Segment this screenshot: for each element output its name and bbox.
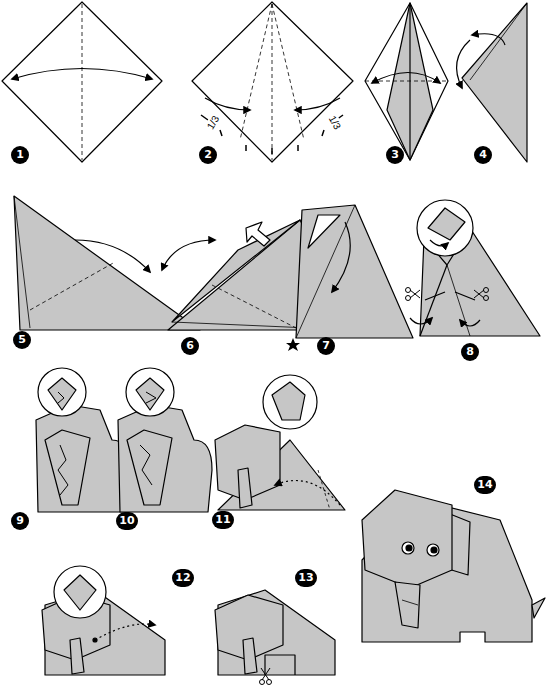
step-number: 9: [11, 512, 29, 530]
step-number: 3: [386, 146, 404, 164]
step-number: 8: [461, 343, 479, 361]
step-number: 4: [474, 146, 492, 164]
step-number: 14: [474, 476, 495, 494]
step-number: 2: [199, 146, 217, 164]
step-number: 11: [212, 511, 233, 529]
step-number: 6: [181, 337, 199, 355]
step-number: 13: [295, 569, 316, 587]
fold-fraction: 1/3: [326, 112, 343, 131]
step-number: 10: [116, 512, 137, 530]
step-number: 5: [13, 331, 31, 349]
step-number: 1: [11, 146, 29, 164]
step-number: 12: [172, 569, 193, 587]
fold-fraction: 1/3: [204, 112, 221, 131]
step-number: 7: [317, 337, 335, 355]
